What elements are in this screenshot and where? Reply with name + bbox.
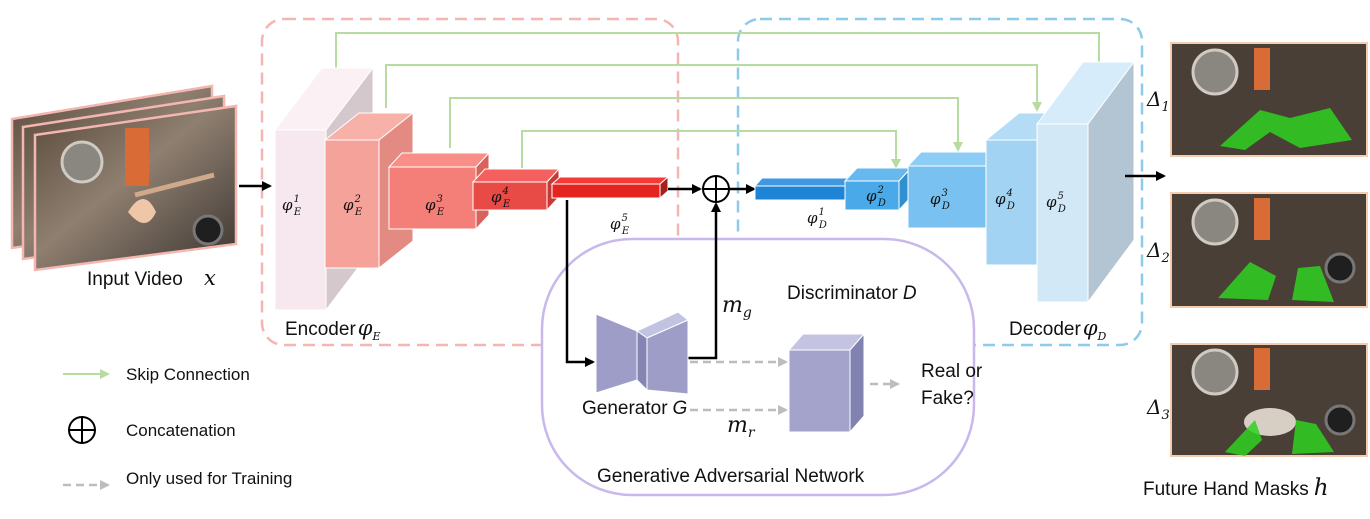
input-video-frames: [10, 84, 238, 272]
decoder-layer-5: [1036, 60, 1135, 304]
decoder-label: DecoderφD: [1009, 316, 1107, 343]
concatenation-legend-icon: [68, 416, 96, 444]
legend-skip-label: Skip Connection: [126, 365, 250, 384]
decoder-layers: [753, 60, 1135, 304]
skip-connection-3: [449, 97, 963, 152]
skip-connection-2: [385, 64, 1042, 112]
output-frame-2: [1170, 192, 1368, 308]
mr-label: mr: [727, 413, 756, 441]
mg-label: mg: [722, 293, 752, 321]
encoder-layer-5: [550, 175, 670, 200]
concatenation-icon: [702, 175, 730, 203]
output-frame-1: [1170, 42, 1368, 157]
gan-title: Generative Adversarial Network: [597, 466, 865, 487]
skip-connection-4: [521, 130, 901, 169]
encoder-layer-3: [387, 151, 491, 231]
delta-2-label: Δ2: [1146, 238, 1170, 266]
decoder-layer-3: [906, 150, 1001, 230]
encoder-layer-4: [471, 167, 561, 212]
decoder-region: [736, 17, 1144, 347]
output-frame-3: [1170, 343, 1368, 457]
legend: Skip Connection Concatenation Only used …: [63, 365, 292, 490]
skip-connections: [335, 32, 1104, 169]
delta-3-label: Δ3: [1146, 395, 1170, 423]
discriminator-block: [787, 332, 866, 434]
legend-concat-label: Concatenation: [126, 421, 236, 440]
skip-connection-1: [335, 32, 1104, 94]
gan-region: [540, 237, 976, 497]
real-or-label: Real or: [921, 361, 983, 382]
legend-training-label: Only used for Training: [126, 469, 292, 488]
decoder-layer-1: [753, 176, 858, 202]
generator-block: [595, 311, 689, 395]
input-video-label: Input Video: [87, 269, 183, 290]
fake-label: Fake?: [921, 388, 974, 409]
encoder-layers: [273, 66, 670, 312]
encoder-label: EncoderφE: [285, 316, 381, 343]
input-video-variable: x: [204, 266, 216, 290]
delta-1-label: Δ1: [1146, 87, 1170, 115]
